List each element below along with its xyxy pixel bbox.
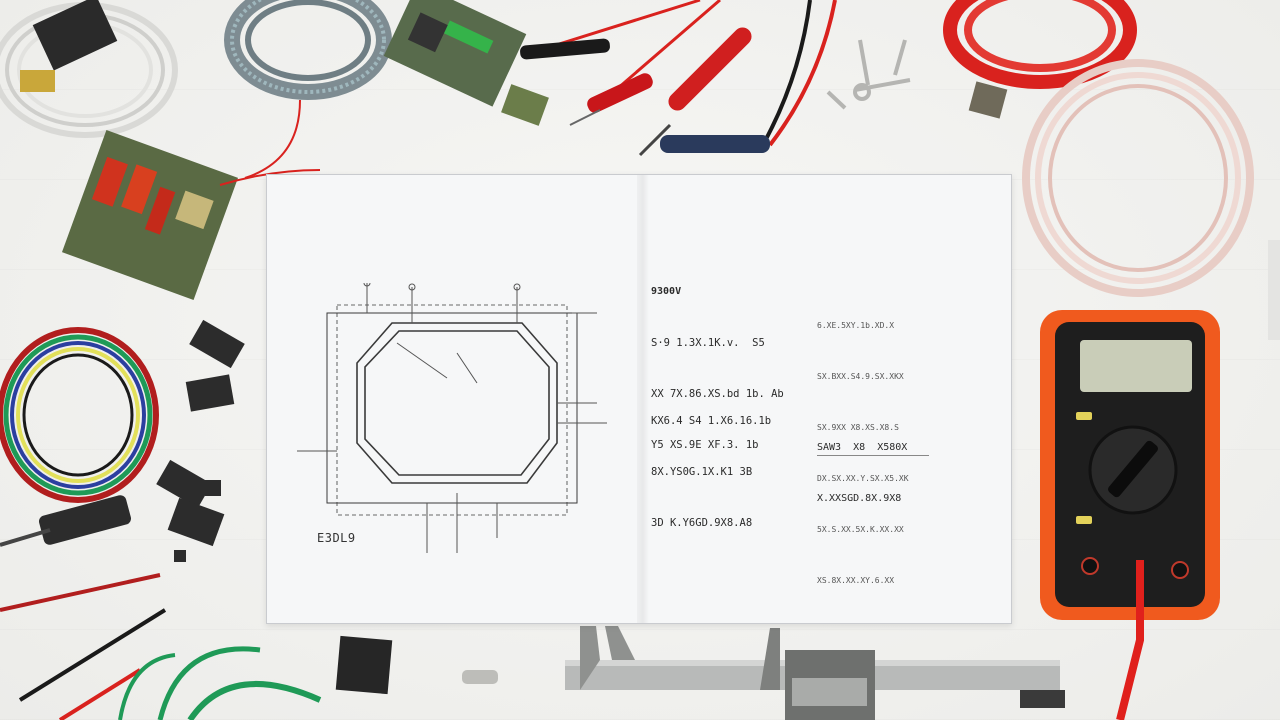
wires-bottom-left xyxy=(0,495,322,720)
circuit-board-left xyxy=(61,129,321,301)
relay-component xyxy=(335,635,393,695)
schematic-caption: E3DL9 xyxy=(317,531,356,545)
spec-block-d: SAW3 X8 X580X X.XXSGD.8X.9X8 xyxy=(817,405,907,541)
spec-line: SX.9XX X8.XS.X8.S xyxy=(817,423,899,432)
digital-multimeter xyxy=(1040,310,1220,720)
spec-heading: 9300V xyxy=(651,286,682,297)
spec-line: 8X.YS0G.1X.K1 3B xyxy=(651,466,753,478)
test-probes xyxy=(520,0,837,157)
cable-edge-right xyxy=(1268,240,1280,340)
lcd-display xyxy=(1080,340,1192,392)
vernier-caliper xyxy=(565,626,1065,720)
spec-line: XX 7X.86.XS.bd 1b. Ab xyxy=(651,388,784,400)
spec-block-b: KX6.4 S4 1.X6.16.1b 8X.YS0G.1X.K1 3B 3D … xyxy=(651,379,771,566)
spec-block-c: 6.XE.5XY.1b.XD.X SX.BXX.S4.9.SX.XKX SX.9… xyxy=(817,283,909,623)
spec-line: 3D K.Y6GD.9X8.A8 xyxy=(651,517,753,529)
spec-line: SAW3 X8 X580X xyxy=(817,442,908,453)
page-fold xyxy=(637,175,649,623)
spec-line: Y5 XS.9E XF.3. 1b xyxy=(651,439,759,451)
spec-line: KX6.4 S4 1.X6.16.1b xyxy=(651,415,772,427)
spec-line: SX.BXX.S4.9.SX.XKX xyxy=(817,372,904,381)
circuit-schematic-drawing xyxy=(297,283,607,553)
rotary-dial xyxy=(1108,440,1158,498)
circuit-board-top xyxy=(383,0,549,126)
text-underline xyxy=(817,455,929,456)
spec-line: 5X.S.XX.5X.K.XX.XX xyxy=(817,525,904,534)
small-metal-pins xyxy=(826,39,911,110)
resistor-component xyxy=(462,670,498,684)
spec-line: XS.8X.XX.XY.6.XX xyxy=(817,576,895,585)
spec-line: DX.SX.XX.Y.SX.X5.XK xyxy=(817,474,909,483)
ic-chips xyxy=(156,319,245,562)
ribbon-cable-coil xyxy=(224,0,392,179)
schematic-document: E3DL9 9300V S·9 1.3X.1K.v. S5 XX 7X.86.X… xyxy=(266,174,1012,624)
spec-line: 6.XE.5XY.1b.XD.X xyxy=(817,321,895,330)
red-wire-coil xyxy=(943,0,1137,89)
spec-line: S·9 1.3X.1K.v. S5 xyxy=(651,337,765,349)
chip-small xyxy=(968,81,1008,119)
spec-block-a: S·9 1.3X.1K.v. S5 XX 7X.86.XS.bd 1b. Ab … xyxy=(651,301,784,488)
spec-line: X.XXSGD.8X.9X8 xyxy=(817,493,902,504)
white-red-wire-coil xyxy=(1022,59,1254,297)
white-wire-coil-top-left xyxy=(0,0,178,138)
multicolor-wire-coil xyxy=(0,327,159,503)
